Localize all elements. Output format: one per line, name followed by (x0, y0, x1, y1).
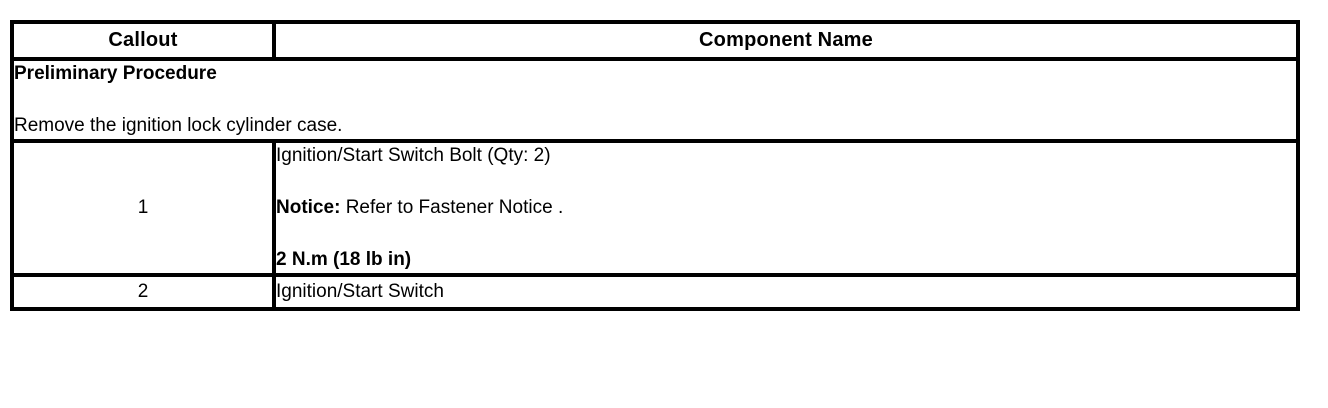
table-row: 1 Ignition/Start Switch Bolt (Qty: 2) No… (10, 139, 1300, 277)
component-name-text-1: Ignition/Start Switch Bolt (Qty: 2) (276, 145, 551, 166)
callout-number-1: 1 (10, 139, 276, 277)
column-header-component-name: Component Name (272, 20, 1300, 61)
torque-spec-1: 2 N.m (18 lb in) (276, 249, 412, 270)
component-name-cell-2: Ignition/Start Switch (272, 273, 1300, 311)
table-header: Callout Component Name (10, 20, 1300, 61)
callout-number-2: 2 (10, 273, 276, 311)
row-spacer-1 (276, 169, 1296, 195)
notice-label-1: Notice: (276, 197, 341, 218)
table-row: 2 Ignition/Start Switch (10, 273, 1300, 311)
preliminary-procedure-row: Preliminary Procedure Remove the ignitio… (10, 57, 1300, 143)
preliminary-procedure-title: Preliminary Procedure (14, 63, 217, 84)
notice-text-1: Refer to Fastener Notice . (345, 197, 564, 218)
component-name-cell-1: Ignition/Start Switch Bolt (Qty: 2) Noti… (272, 139, 1300, 277)
column-header-callout: Callout (10, 20, 276, 61)
preliminary-procedure-step: Remove the ignition lock cylinder case. (14, 115, 343, 136)
preliminary-spacer (14, 87, 1296, 113)
table-body: Preliminary Procedure Remove the ignitio… (10, 57, 1300, 311)
row-spacer-2 (276, 221, 1296, 247)
notice-line-1: Notice: Refer to Fastener Notice . (276, 195, 1296, 221)
preliminary-procedure-cell: Preliminary Procedure Remove the ignitio… (10, 57, 1300, 143)
component-callout-table: Callout Component Name Preliminary Proce… (10, 20, 1300, 311)
table-header-row: Callout Component Name (10, 20, 1300, 61)
